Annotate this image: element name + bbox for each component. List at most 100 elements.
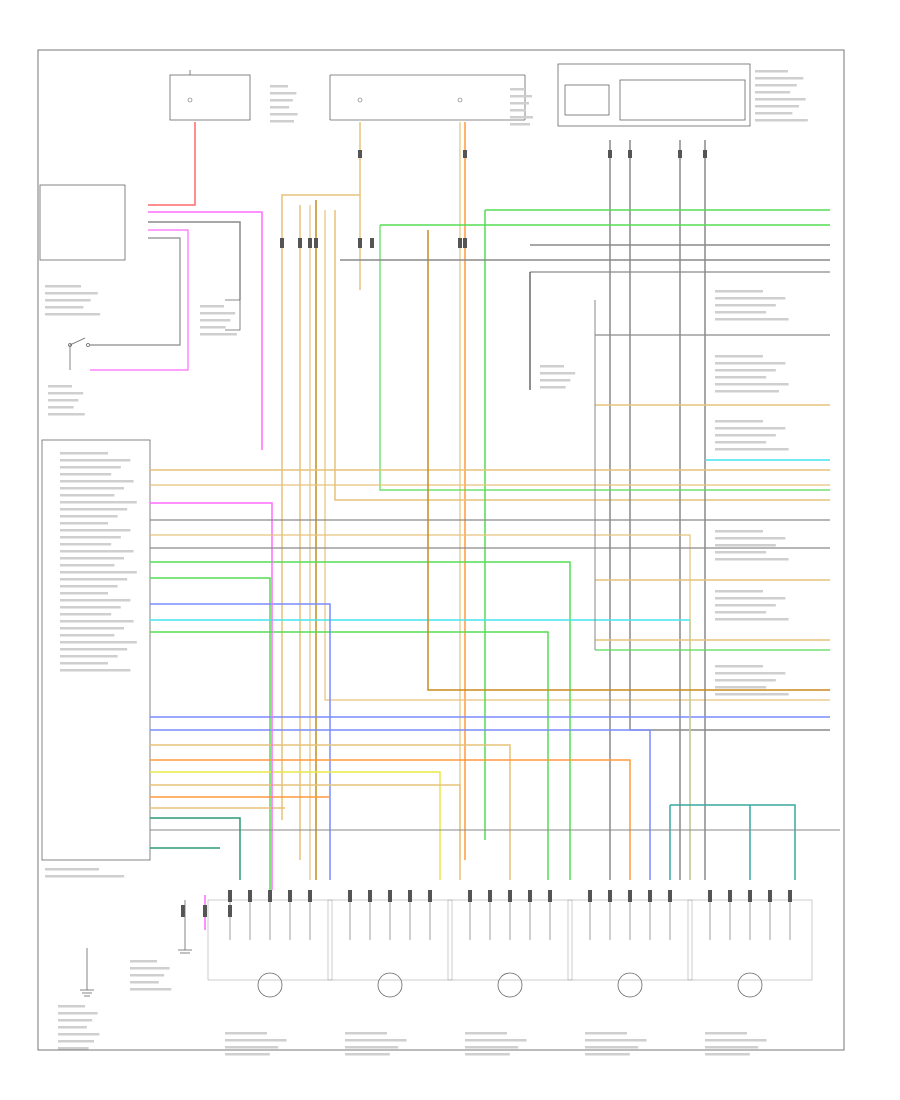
label-text-block [715, 304, 776, 307]
wire [150, 817, 241, 880]
label-text-block [465, 1039, 527, 1042]
label-text-block [715, 290, 763, 293]
label-text-block [60, 648, 128, 651]
wire [150, 759, 631, 880]
wire [148, 122, 196, 206]
connector-icon [358, 150, 362, 158]
wire [148, 221, 241, 300]
label-text-block [755, 70, 788, 73]
label-text-block [225, 1039, 287, 1042]
motor-icon [257, 972, 283, 998]
connector-icon [370, 238, 374, 248]
connector-icon [308, 238, 312, 248]
connector-icon [314, 238, 318, 248]
fuse-block-2 [329, 74, 526, 121]
label-text-block [345, 1032, 387, 1035]
connector-icon [708, 890, 712, 902]
label-text-block [715, 537, 786, 540]
label-text-block [45, 285, 81, 288]
label-text-block [60, 620, 134, 623]
label-text-block [58, 1012, 98, 1015]
label-text-block [755, 112, 793, 115]
connector-icon [628, 890, 632, 902]
label-blocks [45, 70, 808, 1056]
label-text-block [60, 557, 124, 560]
label-text-block [510, 116, 533, 119]
label-text-block [715, 665, 763, 668]
label-text-block [200, 333, 237, 336]
motor-icon [737, 972, 763, 998]
label-text-block [755, 119, 808, 122]
module-top-left [39, 184, 126, 261]
label-text-block [130, 967, 170, 970]
label-text-block [715, 383, 789, 386]
connector-icon [463, 238, 467, 248]
label-text-block [45, 875, 125, 878]
label-text-block [715, 544, 776, 547]
label-text-block [465, 1053, 510, 1056]
label-text-block [225, 1046, 279, 1049]
label-text-block [270, 92, 297, 95]
label-text-block [755, 77, 804, 80]
label-text-block [58, 1047, 89, 1050]
connector-icon [388, 890, 392, 902]
label-text-block [345, 1046, 399, 1049]
wire [150, 619, 691, 880]
label-text-block [60, 634, 115, 637]
label-text-block [60, 501, 137, 504]
label-text-block [715, 369, 776, 372]
connector-icon [463, 150, 467, 158]
connector-icon [488, 890, 492, 902]
label-text-block [540, 365, 564, 368]
connector-icon [748, 890, 752, 902]
label-text-block [60, 550, 134, 553]
connector-icon [728, 890, 732, 902]
label-text-block [345, 1039, 407, 1042]
label-text-block [510, 123, 530, 126]
label-text-block [715, 297, 786, 300]
label-text-block [60, 599, 131, 602]
label-text-block [540, 372, 576, 375]
label-text-block [585, 1039, 647, 1042]
label-text-block [45, 299, 91, 302]
label-text-block [585, 1046, 639, 1049]
connector-icon [458, 238, 462, 248]
label-text-block [270, 113, 298, 116]
connector-icon [788, 890, 792, 902]
connector-icon [428, 890, 432, 902]
switch-icon [68, 337, 90, 370]
label-text-block [58, 1005, 85, 1008]
connector-icon [588, 890, 592, 902]
label-text-block [715, 590, 763, 593]
ground-icon [178, 900, 192, 954]
label-text-block [60, 459, 131, 462]
connector-icon [268, 890, 272, 902]
connector-icon [358, 238, 362, 248]
label-text-block [705, 1039, 767, 1042]
wire [150, 603, 331, 880]
wire [281, 122, 361, 820]
label-text-block [200, 326, 226, 329]
wire [670, 804, 796, 880]
label-text-block [58, 1026, 87, 1029]
switch-icon [225, 299, 241, 331]
wire [427, 230, 830, 691]
wire [148, 211, 263, 450]
label-text-block [715, 604, 776, 607]
connector-icon [203, 905, 207, 917]
label-text-block [510, 109, 526, 112]
label-text-block [45, 306, 84, 309]
label-text-block [60, 529, 131, 532]
label-text-block [270, 99, 293, 102]
label-text-block [510, 102, 529, 105]
label-text-block [200, 319, 231, 322]
label-text-block [48, 392, 84, 395]
connector-icon [228, 890, 232, 902]
label-text-block [225, 1053, 270, 1056]
connector-pins [280, 150, 707, 248]
connector-icon [703, 150, 707, 158]
connector-icon [348, 890, 352, 902]
label-text-block [715, 551, 767, 554]
label-text-block [715, 693, 789, 696]
